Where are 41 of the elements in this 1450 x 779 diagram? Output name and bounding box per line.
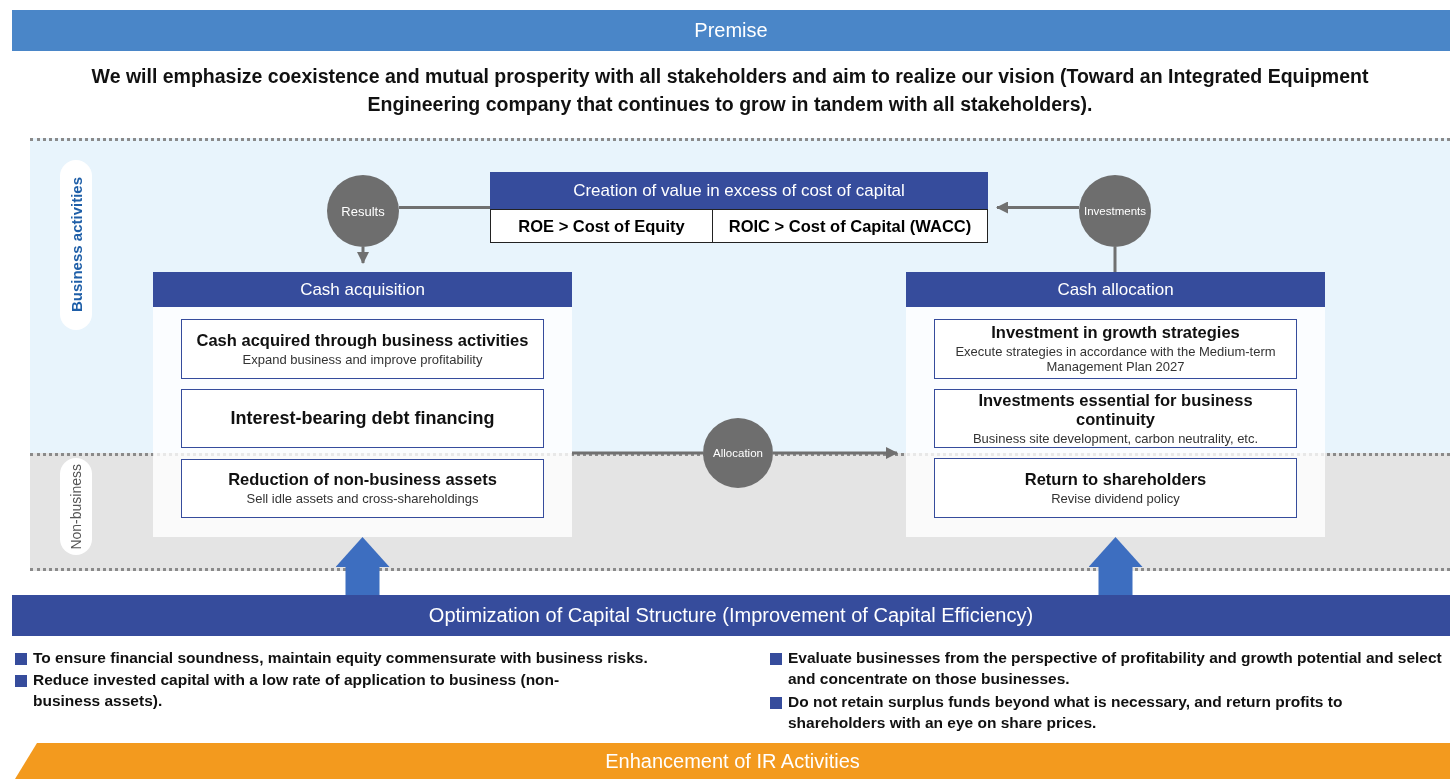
box-subtitle: Execute strategies in accordance with the Medium-term Management Plan 2027 [954, 343, 1277, 376]
connector-line [572, 451, 703, 455]
box-title: Investments essential for business continuity [977, 390, 1254, 429]
side-tab: Non-business [60, 458, 92, 555]
panel-card [906, 272, 1325, 537]
box-title: Investment in growth strategies [991, 322, 1240, 342]
box-title: Return to shareholders [1024, 469, 1207, 489]
connector-line [1113, 247, 1117, 272]
statement-text: We will emphasize coexistence and mutual prosperity with all stakeholders and aim to realize our vision (Toward an Integrated Equipment Engineering company that continues to grow in tandem with all stakeholders). [90, 64, 1370, 118]
panel-card [153, 272, 572, 537]
box-subtitle: Business site development, carbon neutrality, etc. [972, 430, 1259, 447]
box-title: Interest-bearing debt financing [230, 408, 495, 429]
box-subtitle: Expand business and improve profitability [242, 351, 483, 368]
panel-header: Cash acquisition [153, 272, 572, 307]
section-banner: Optimization of Capital Structure (Improvement of Capital Efficiency) [12, 595, 1450, 636]
bullet-text: Do not retain surplus funds beyond what is necessary, and return profits to shareholders with an eye on share prices. [770, 692, 1430, 734]
table-cell: ROE > Cost of Equity [490, 209, 713, 243]
box-subtitle: Sell idle assets and cross-shareholdings [246, 491, 479, 507]
arrow [357, 247, 369, 264]
connector-line [399, 206, 490, 209]
box-title: Reduction of non-business assets [228, 470, 497, 490]
content-box [181, 319, 544, 379]
arrow [773, 447, 898, 459]
arrow [996, 201, 1079, 214]
box-subtitle: Revise dividend policy [1051, 490, 1180, 507]
block-arrow [1088, 537, 1143, 595]
content-box [934, 458, 1297, 518]
value-table [490, 172, 988, 243]
block-arrow [335, 537, 390, 595]
table-header: Creation of value in excess of cost of capital [490, 172, 988, 209]
box-title: Cash acquired through business activities [196, 330, 529, 350]
content-box [181, 389, 544, 448]
section-banner: Premise [12, 10, 1450, 51]
content-box [934, 389, 1297, 448]
content-box [934, 319, 1297, 379]
panel-header: Cash allocation [906, 272, 1325, 307]
section-banner: Enhancement of IR Activities [15, 743, 1450, 779]
content-box [181, 459, 544, 518]
bullet-text: Reduce invested capital with a low rate of application to business (non-business assets). [15, 670, 615, 712]
side-tab: Business activities [60, 160, 92, 330]
table-cell: ROIC > Cost of Capital (WACC) [713, 209, 988, 243]
